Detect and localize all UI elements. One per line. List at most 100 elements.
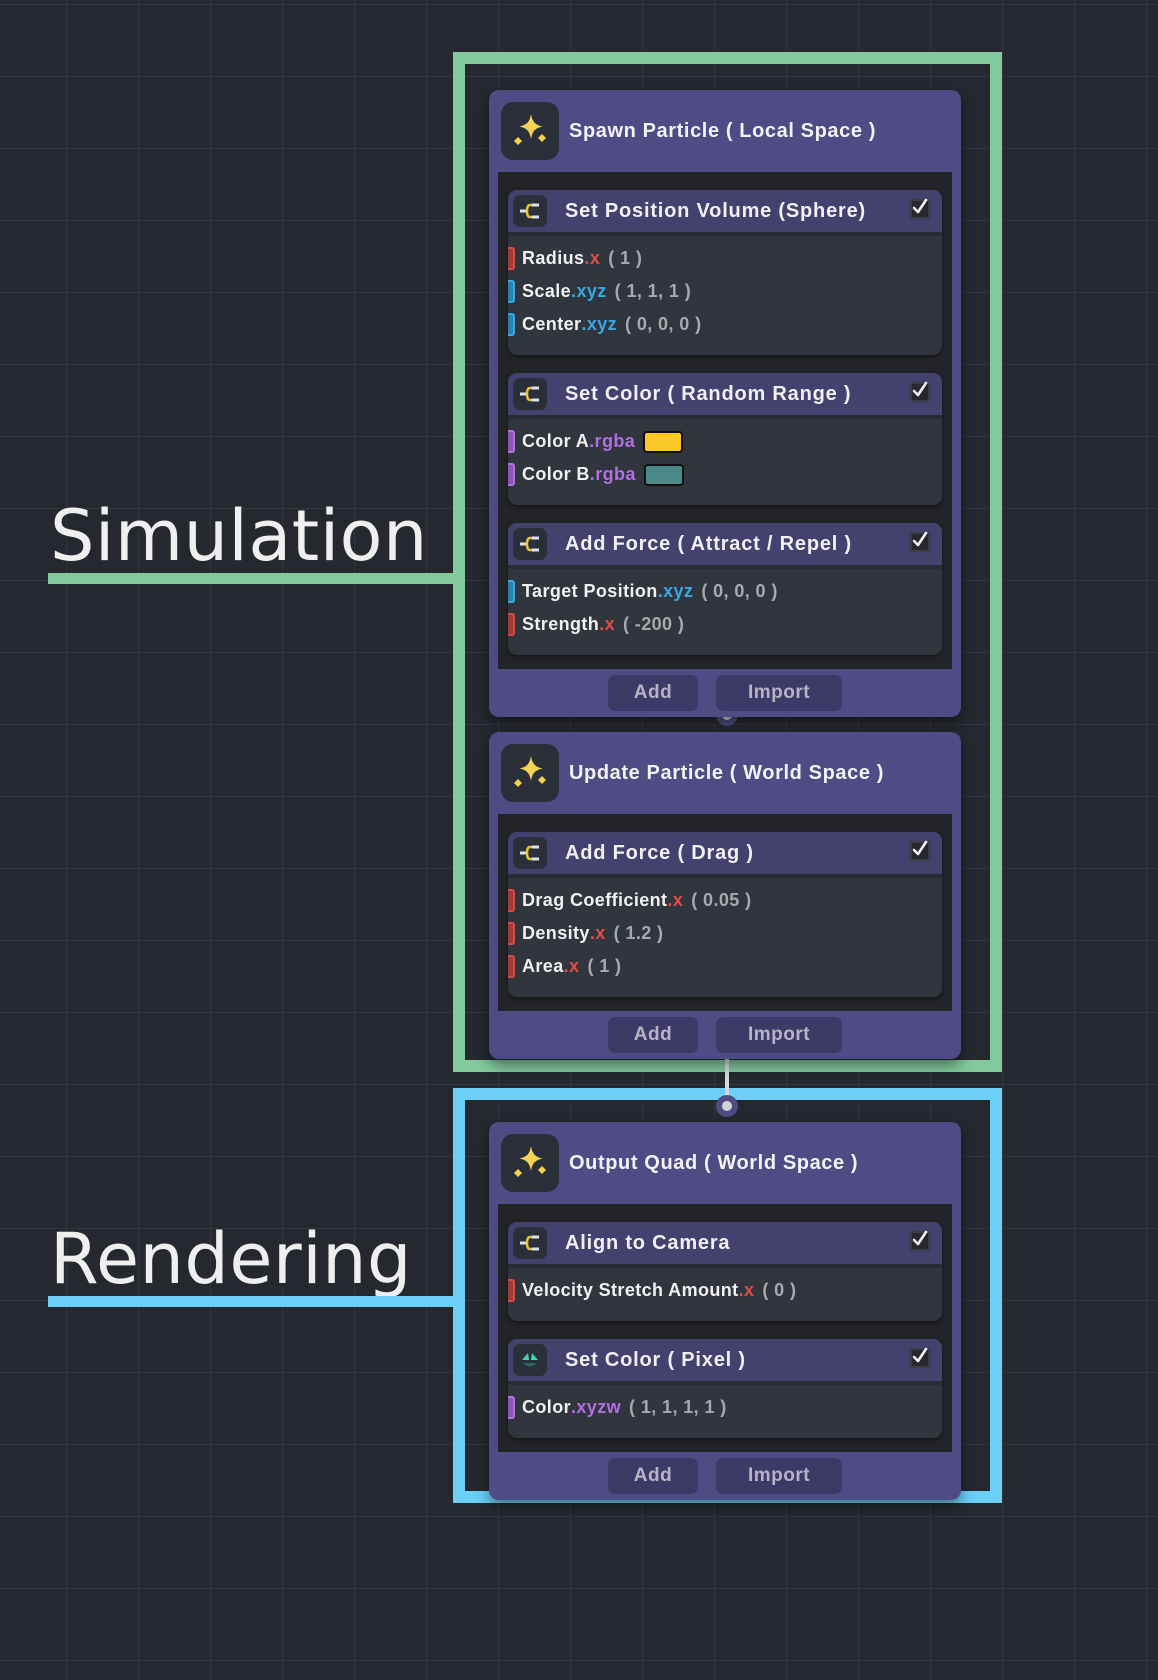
node-header[interactable]: Output Quad ( World Space ) — [489, 1122, 961, 1204]
property-value[interactable]: ( 1, 1, 1 ) — [614, 281, 692, 301]
node-output-quad[interactable]: Output Quad ( World Space ) Align to Came… — [489, 1122, 961, 1500]
property-row[interactable]: Color B.rgba — [508, 458, 942, 491]
module-enabled-checkbox[interactable] — [910, 1347, 930, 1368]
input-port[interactable] — [508, 580, 515, 603]
module-properties: Color.xyzw ( 1, 1, 1, 1 ) — [508, 1385, 942, 1438]
module-properties: Drag Coefficient.x( 0.05 )Density.x( 1.2… — [508, 878, 942, 997]
branch-icon — [513, 837, 547, 869]
input-port[interactable] — [508, 613, 515, 636]
module-title: Set Color ( Pixel ) — [565, 1348, 746, 1371]
property-row[interactable]: Color.xyzw ( 1, 1, 1, 1 ) — [508, 1391, 942, 1424]
import-module-button[interactable]: Import — [716, 1017, 842, 1053]
input-port[interactable] — [508, 889, 515, 912]
property-name: Area — [522, 956, 564, 976]
module-properties: Velocity Stretch Amount.x( 0 ) — [508, 1268, 942, 1321]
property-type-suffix: .x — [667, 890, 684, 910]
property-name: Scale — [522, 281, 572, 301]
node-header[interactable]: Spawn Particle ( Local Space ) — [489, 90, 961, 172]
property-name: Drag Coefficient — [522, 890, 668, 910]
module-enabled-checkbox[interactable] — [910, 198, 930, 221]
module-header[interactable]: Add Force ( Attract / Repel ) — [508, 523, 942, 569]
property-row[interactable]: Color A.rgba — [508, 425, 942, 458]
input-port[interactable] — [508, 463, 515, 486]
property-value[interactable]: ( 0, 0, 0 ) — [701, 581, 778, 601]
module-header[interactable]: Set Color ( Pixel ) — [508, 1339, 942, 1385]
property-value[interactable]: ( 1.2 ) — [613, 923, 664, 943]
property-value[interactable]: ( 0, 0, 0 ) — [625, 314, 702, 334]
sparkles-icon — [501, 102, 559, 160]
input-port[interactable] — [508, 955, 515, 978]
property-row[interactable]: Area.x ( 1 ) — [508, 950, 942, 983]
module-card[interactable]: Add Force ( Attract / Repel )Target Posi… — [508, 523, 942, 655]
module-header[interactable]: Align to Camera — [508, 1222, 942, 1268]
input-port[interactable] — [508, 1279, 515, 1302]
property-value[interactable]: ( 0 ) — [762, 1280, 797, 1300]
color-swatch[interactable] — [643, 463, 684, 486]
property-name: Color B — [522, 464, 590, 484]
property-row[interactable]: Density.x( 1.2 ) — [508, 917, 942, 950]
property-row[interactable]: Velocity Stretch Amount.x( 0 ) — [508, 1274, 942, 1307]
property-value[interactable]: ( 0.05 ) — [691, 890, 752, 910]
checkmark-icon — [911, 198, 929, 221]
property-name: Color — [522, 1397, 571, 1417]
property-name: Velocity Stretch Amount — [522, 1280, 739, 1300]
module-list: Add Force ( Drag )Drag Coefficient.x( 0.… — [498, 814, 952, 1011]
property-row[interactable]: Center.xyz( 0, 0, 0 ) — [508, 308, 942, 341]
add-module-button[interactable]: Add — [608, 1017, 698, 1053]
input-port[interactable] — [508, 280, 515, 303]
input-port[interactable] — [508, 430, 515, 453]
node-title: Update Particle ( World Space ) — [569, 761, 884, 784]
property-row[interactable]: Drag Coefficient.x ( 0.05 ) — [508, 884, 942, 917]
module-enabled-checkbox[interactable] — [910, 1230, 930, 1251]
add-module-button[interactable]: Add — [608, 1458, 698, 1494]
input-port-output[interactable] — [716, 1095, 738, 1117]
property-type-suffix: .rgba — [589, 431, 636, 451]
node-header[interactable]: Update Particle ( World Space ) — [489, 732, 961, 814]
module-properties: Target Position.xyz( 0, 0, 0 )Strength.x… — [508, 569, 942, 655]
node-footer: Add Import — [489, 1011, 961, 1059]
property-value[interactable]: ( 1 ) — [608, 248, 643, 268]
input-port[interactable] — [508, 247, 515, 270]
branch-icon — [513, 528, 547, 560]
property-type-suffix: .xyzw — [571, 1397, 622, 1417]
module-card[interactable]: Add Force ( Drag )Drag Coefficient.x( 0.… — [508, 832, 942, 997]
node-update-particle[interactable]: Update Particle ( World Space ) Add Force… — [489, 732, 961, 1059]
property-value[interactable]: ( -200 ) — [623, 614, 685, 634]
input-port[interactable] — [508, 313, 515, 336]
property-row[interactable]: Scale.xyz( 1, 1, 1 ) — [508, 275, 942, 308]
input-port[interactable] — [508, 922, 515, 945]
import-module-button[interactable]: Import — [716, 1458, 842, 1494]
sparkles-icon — [501, 1134, 559, 1192]
property-row[interactable]: Radius.x( 1 ) — [508, 242, 942, 275]
module-title: Set Color ( Random Range ) — [565, 382, 852, 405]
node-title: Output Quad ( World Space ) — [569, 1151, 859, 1174]
module-card[interactable]: Set Color ( Pixel ) Color.xyzw ( 1, 1, 1, … — [508, 1339, 942, 1438]
module-card[interactable]: Set Position Volume (Sphere) Radius.x( 1 … — [508, 190, 942, 355]
input-port[interactable] — [508, 1396, 515, 1419]
module-enabled-checkbox[interactable] — [910, 840, 930, 861]
module-header[interactable]: Set Color ( Random Range ) — [508, 373, 942, 419]
module-properties: Radius.x( 1 )Scale.xyz( 1, 1, 1 )Center.… — [508, 236, 942, 355]
color-swatch[interactable] — [643, 430, 684, 453]
module-title: Add Force ( Drag ) — [565, 841, 754, 864]
module-header[interactable]: Set Position Volume (Sphere) — [508, 190, 942, 236]
module-header[interactable]: Add Force ( Drag ) — [508, 832, 942, 878]
property-value[interactable]: ( 1 ) — [587, 956, 622, 976]
property-type-suffix: .x — [563, 956, 580, 976]
property-name: Density — [522, 923, 590, 943]
property-name: Strength — [522, 614, 600, 634]
property-row[interactable]: Strength.x( -200 ) — [508, 608, 942, 641]
module-title: Set Position Volume (Sphere) — [565, 199, 866, 222]
property-type-suffix: .rgba — [589, 464, 636, 484]
add-module-button[interactable]: Add — [608, 675, 698, 711]
import-module-button[interactable]: Import — [716, 675, 842, 711]
node-spawn-particle[interactable]: Spawn Particle ( Local Space ) Set Positi… — [489, 90, 961, 717]
module-enabled-checkbox[interactable] — [910, 531, 930, 552]
property-row[interactable]: Target Position.xyz( 0, 0, 0 ) — [508, 575, 942, 608]
module-enabled-checkbox[interactable] — [910, 381, 930, 402]
connector-update-output — [725, 1052, 729, 1104]
simulation-group-line — [48, 573, 458, 584]
property-value[interactable]: ( 1, 1, 1, 1 ) — [629, 1397, 727, 1417]
